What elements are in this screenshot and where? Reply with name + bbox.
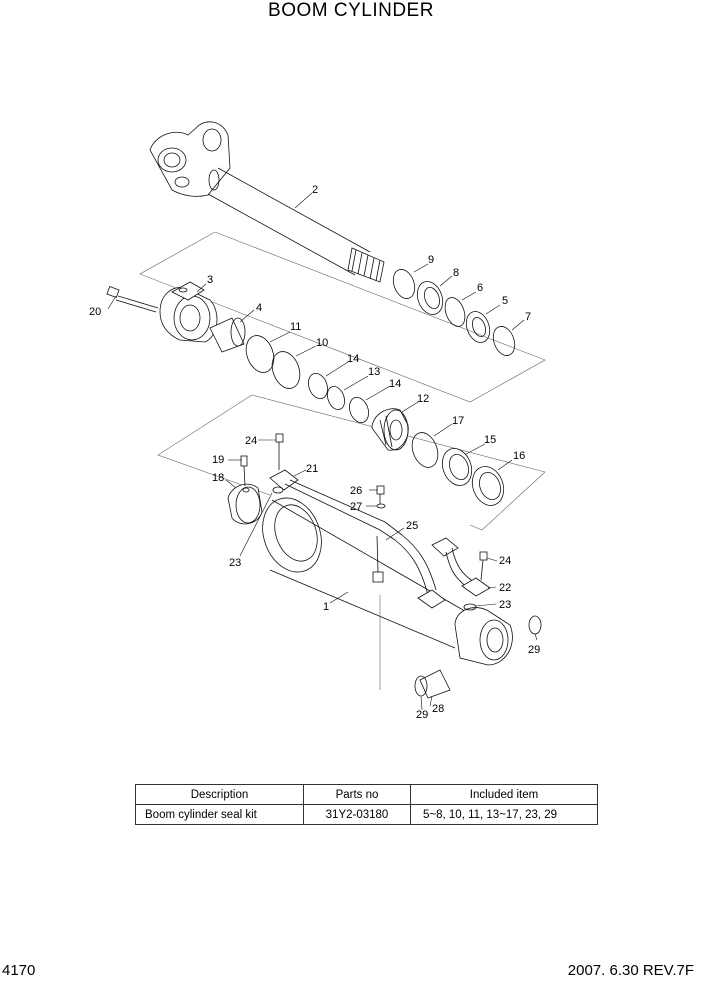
- part-label-23a: 23: [229, 557, 241, 569]
- header-description: Description: [135, 784, 304, 805]
- header-parts-no: Parts no: [303, 784, 411, 805]
- part-label-8: 8: [453, 267, 459, 279]
- part-label-29b: 29: [528, 644, 540, 656]
- part-label-21: 21: [306, 463, 318, 475]
- seal-kit-table: Description Parts no Included item Boom …: [135, 784, 598, 825]
- part-label-29a: 29: [416, 709, 428, 721]
- piston-rod: [149, 121, 385, 283]
- part-label-5: 5: [502, 295, 508, 307]
- backup-rings: [308, 373, 369, 423]
- table-header-row: Description Parts no Included item: [135, 784, 598, 805]
- part-label-11: 11: [290, 321, 301, 333]
- part-label-1: 1: [323, 601, 329, 613]
- hydraulic-pipes: [269, 469, 491, 609]
- part-label-23b: 23: [499, 599, 511, 611]
- stop-nut: [227, 455, 263, 525]
- leader-lines: [107, 192, 538, 711]
- lower-seals: [272, 486, 542, 699]
- cylinder-tube: [262, 497, 513, 666]
- part-label-18: 18: [212, 472, 224, 484]
- rod-cover: [159, 281, 218, 343]
- part-labels: 1 2 3 4 5 6 7 8 9 10 11 12 13 14 14 15 1…: [89, 184, 540, 721]
- revision-date: 2007. 6.30 REV.7F: [567, 962, 694, 979]
- rod-seals: [392, 269, 516, 356]
- part-label-25: 25: [406, 520, 418, 532]
- part-label-24b: 24: [499, 555, 511, 567]
- part-label-6: 6: [477, 282, 483, 294]
- page-number: 4170: [2, 962, 36, 979]
- part-label-19: 19: [212, 454, 224, 466]
- part-label-27: 27: [350, 501, 362, 513]
- cell-description: Boom cylinder seal kit: [135, 804, 304, 825]
- part-label-10: 10: [316, 337, 328, 349]
- wear-rings: [245, 335, 301, 389]
- part-label-16: 16: [513, 450, 525, 462]
- part-label-28: 28: [432, 703, 444, 715]
- bolts: [275, 433, 488, 581]
- part-label-15: 15: [484, 434, 496, 446]
- part-label-14b: 14: [389, 378, 401, 390]
- rod-group-outline: [139, 231, 546, 403]
- part-label-3: 3: [207, 274, 213, 286]
- part-label-13: 13: [368, 366, 380, 378]
- part-label-17: 17: [452, 415, 464, 427]
- bolt-20: [106, 286, 159, 313]
- piston: [371, 408, 409, 451]
- bushing: [209, 317, 246, 353]
- part-label-22: 22: [499, 582, 511, 594]
- part-label-14a: 14: [347, 353, 359, 365]
- page-title: BOOM CYLINDER: [268, 0, 434, 21]
- part-label-9: 9: [428, 254, 434, 266]
- part-label-7: 7: [525, 311, 531, 323]
- cell-included-item: 5~8, 10, 11, 13~17, 23, 29: [410, 804, 598, 825]
- part-label-12: 12: [417, 393, 429, 405]
- piston-seals: [411, 432, 505, 506]
- cell-parts-no: 31Y2-03180: [303, 804, 411, 825]
- part-label-2: 2: [312, 184, 318, 196]
- part-label-20: 20: [89, 306, 101, 318]
- header-included-item: Included item: [410, 784, 598, 805]
- table-row: Boom cylinder seal kit 31Y2-03180 5~8, 1…: [135, 804, 598, 825]
- part-label-4: 4: [256, 302, 262, 314]
- part-label-26: 26: [350, 485, 362, 497]
- part-label-24a: 24: [245, 435, 257, 447]
